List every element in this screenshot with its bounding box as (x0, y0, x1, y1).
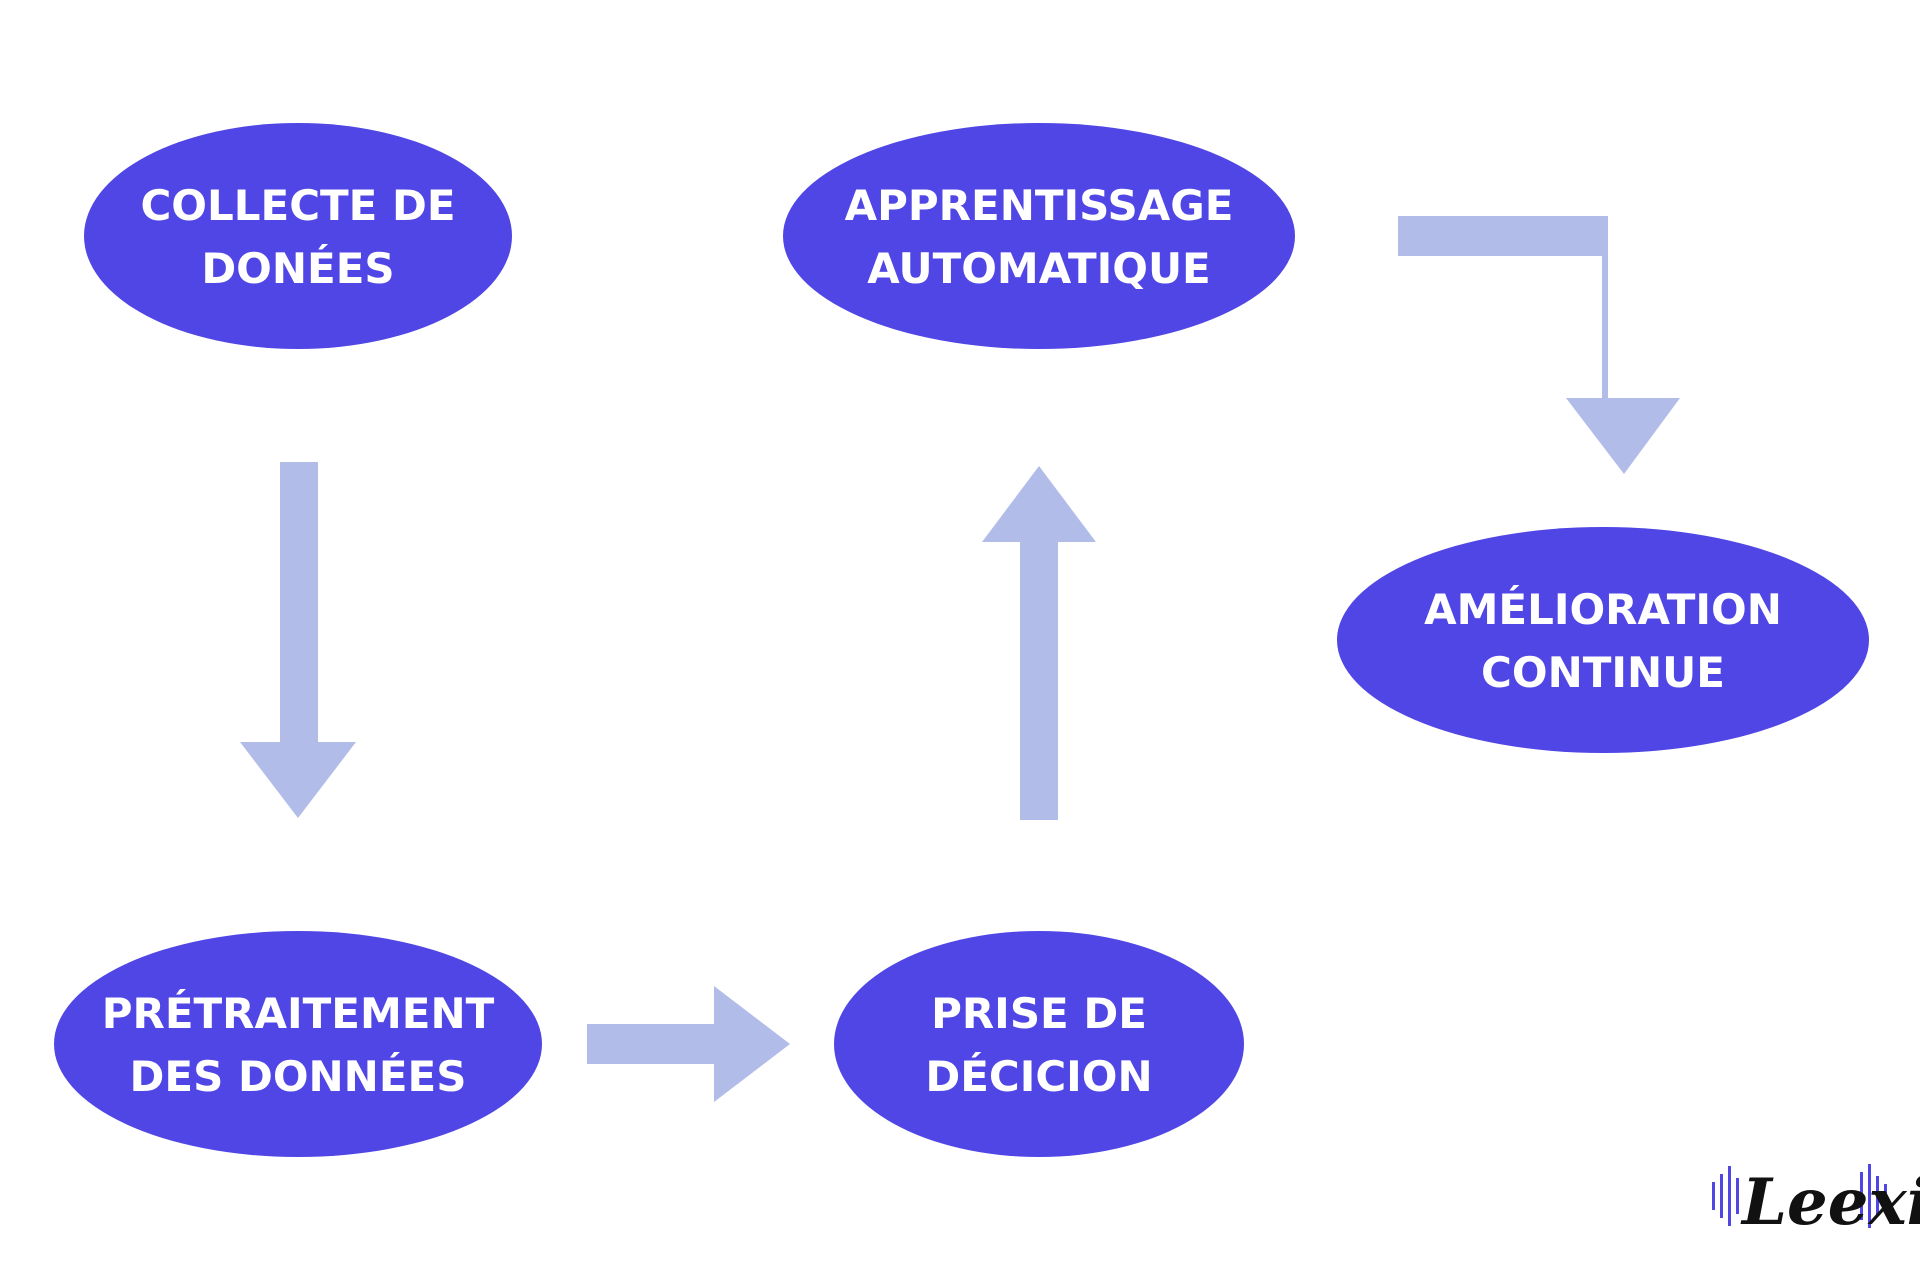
node-pretraitement-shape (54, 931, 542, 1157)
node-collecte-line-2: DONÉES (201, 243, 394, 293)
node-apprentissage-shape (783, 123, 1295, 349)
arrow-decision-to-apprentissage (982, 466, 1096, 820)
node-collecte: COLLECTE DE DONÉES (84, 123, 512, 349)
arrow-apprentissage-to-amelioration (1398, 216, 1680, 474)
node-decision-shape (834, 931, 1244, 1157)
node-decision-line-1: PRISE DE (931, 989, 1147, 1038)
node-pretraitement-line-2: DES DONNÉES (130, 1051, 467, 1101)
node-collecte-shape (84, 123, 512, 349)
sound-wave-icon (1712, 1164, 1887, 1228)
node-pretraitement-line-1: PRÉTRAITEMENT (102, 988, 495, 1038)
arrow-pretraitement-to-decision (587, 986, 790, 1102)
node-amelioration: AMÉLIORATION CONTINUE (1337, 527, 1869, 753)
node-apprentissage-line-2: AUTOMATIQUE (867, 244, 1211, 293)
logo-text: Leexi (1740, 1165, 1920, 1240)
node-decision-line-2: DÉCICION (925, 1051, 1152, 1101)
node-amelioration-shape (1337, 527, 1869, 753)
node-apprentissage: APPRENTISSAGE AUTOMATIQUE (783, 123, 1295, 349)
leexi-logo: Leexi (1712, 1164, 1920, 1240)
node-decision: PRISE DE DÉCICION (834, 931, 1244, 1157)
node-amelioration-line-1: AMÉLIORATION (1424, 584, 1782, 634)
node-amelioration-line-2: CONTINUE (1481, 648, 1725, 697)
node-pretraitement: PRÉTRAITEMENT DES DONNÉES (54, 931, 542, 1157)
node-apprentissage-line-1: APPRENTISSAGE (845, 181, 1234, 230)
node-collecte-line-1: COLLECTE DE (140, 181, 455, 230)
arrow-collecte-to-pretraitement (240, 462, 356, 818)
